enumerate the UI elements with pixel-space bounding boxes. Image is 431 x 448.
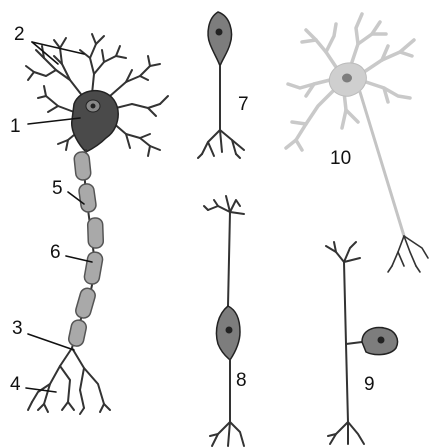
multipolar-neuron: [26, 34, 168, 414]
label-9: 9: [364, 374, 375, 395]
label-2: 2: [14, 24, 25, 45]
label-8: 8: [236, 370, 247, 391]
leader-3: [28, 334, 74, 350]
label-10: 10: [330, 148, 351, 169]
neuron-8: [204, 196, 244, 446]
axon-terminals: [28, 348, 110, 414]
neuron-7: [198, 12, 244, 158]
label-3: 3: [12, 318, 23, 339]
label-1: 1: [10, 116, 21, 137]
label-7: 7: [238, 94, 249, 115]
label-5: 5: [52, 178, 63, 199]
label-6: 6: [50, 242, 61, 263]
neuron-10: [286, 14, 428, 272]
leader-4: [26, 388, 56, 392]
neuron-9: [326, 242, 398, 444]
label-4: 4: [10, 374, 21, 395]
